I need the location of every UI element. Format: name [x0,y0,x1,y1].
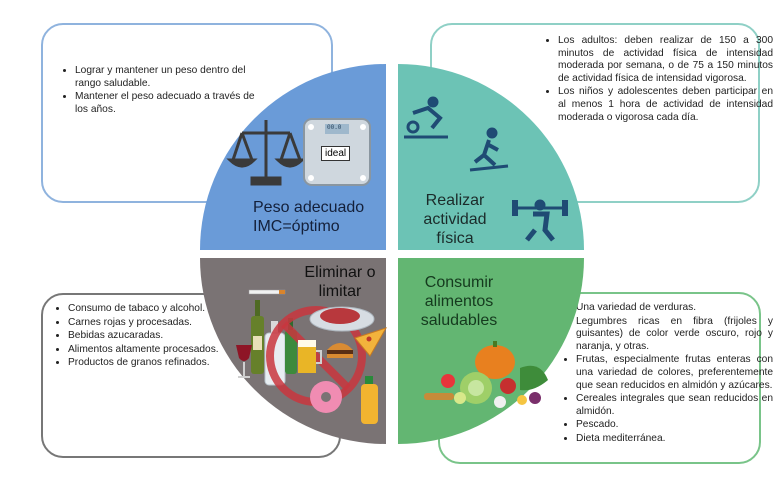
list-item: Los niños y adolescentes deben participa… [558,86,773,124]
wine-glass-icon [236,345,252,378]
title-line: actividad física [423,211,487,247]
juice-bottle-icon [361,376,378,424]
actividad-list: Los adultos: deben realizar de 150 a 300… [540,35,773,125]
title-line: alimentos [424,293,494,310]
title-line: Consumir [424,274,494,291]
alimentos-list: Una variedad de verduras. Legumbres rica… [558,302,773,447]
title-line: saludables [420,312,498,329]
donut-icon [310,381,342,413]
vegetables-fruits-icon [424,341,548,408]
quadrant-title-peso-adecuado: Peso adecuado IMC=óptimo [253,198,364,236]
weightlifting-icon [512,199,568,242]
treadmill-running-icon [469,127,509,172]
beer-mug-icon [298,340,322,373]
scale-display: 00.0 [327,124,342,131]
list-item: Bebidas azucaradas. [68,330,258,343]
quadrant-title-eliminar-limitar: Eliminar o limitar [300,263,380,301]
peso-list: Lograr y mantener un peso dentro del ran… [57,65,265,117]
list-item: Una variedad de verduras. [576,302,773,315]
list-item: Pescado. [576,419,773,432]
title-line: Realizar [425,192,485,209]
list-item: Alimentos altamente procesados. [68,344,258,357]
title-line: Peso adecuado [253,199,365,216]
burger-icon [327,343,353,358]
quadrant-peso-adecuado [200,64,386,250]
quadrant-title-alimentos-saludables: Consumir alimentos saludables [411,273,507,330]
list-item: Consumo de tabaco y alcohol. [68,303,258,316]
wine-bottle-icon [251,300,264,374]
balance-scale-icon [226,120,306,186]
list-item: Productos de granos refinados. [68,357,258,370]
list-item: Mantener el peso adecuado a través de lo… [75,91,265,116]
title-line: limitar [318,283,362,300]
limitar-list: Consumo de tabaco y alcohol. Carnes roja… [50,303,258,371]
cigarette-icon [248,289,286,295]
cycling-icon [404,96,448,139]
quadrant-title-actividad-fisica: Realizar actividad física [405,191,505,248]
list-item: Dieta mediterránea. [576,433,773,446]
list-item: Legumbres ricas en fibra (frijoles y gui… [576,316,773,354]
list-item: Los adultos: deben realizar de 150 a 300… [558,35,773,85]
title-line: Eliminar o [304,264,376,281]
title-line: IMC=óptimo [253,218,340,235]
scale-ideal-label: ideal [321,146,351,161]
list-item: Frutas, especialmente frutas enteras con… [576,354,773,392]
pizza-slice-icon [354,327,388,357]
list-item: Carnes rojas y procesadas. [68,317,258,330]
meat-tray-icon [309,306,375,332]
list-item: Cereales integrales que sean reducidos e… [576,393,773,418]
list-item: Lograr y mantener un peso dentro del ran… [75,65,265,90]
